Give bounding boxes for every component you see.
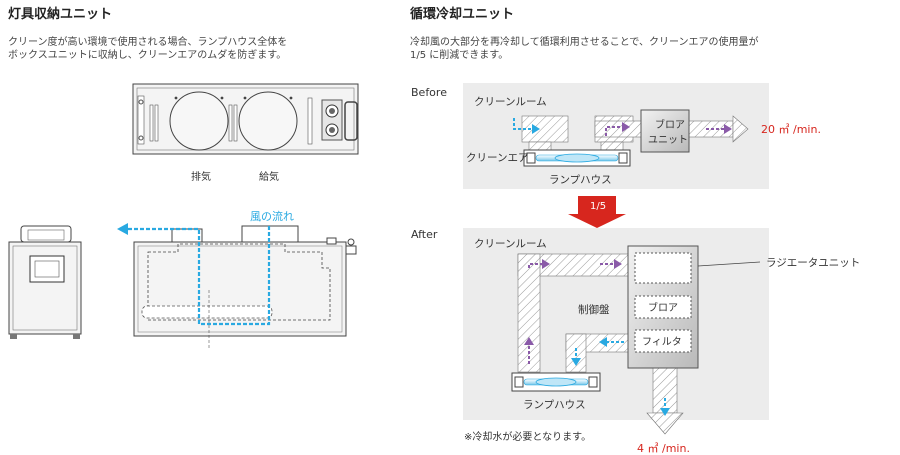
control-panel-label: 制御盤: [578, 303, 610, 316]
intake-label: 給気: [259, 170, 279, 183]
before-cleanroom-label: クリーンルーム: [474, 96, 547, 108]
svg-text:ユニット: ユニット: [648, 135, 688, 146]
after-ducts: [517, 253, 684, 435]
left-description-line-2: ボックスユニットに収納し、クリーンエアのムダを防ぎます。: [8, 50, 287, 61]
exhaust-label: 排気: [191, 170, 211, 183]
filter: [634, 329, 692, 353]
before-lamphouse: [523, 149, 631, 167]
right-description-line-1: 冷却風の大部分を再冷却して循環利用させることで、クリーンエアの使用量が: [410, 37, 759, 48]
radiator-label: ラジエータユニット: [766, 257, 860, 269]
after-lamphouse-label: ランプハウス: [523, 399, 586, 411]
unit-side-view: [117, 223, 357, 350]
after-label: After: [411, 228, 438, 241]
after-cleanroom-label: クリーンルーム: [474, 238, 547, 250]
before-blower-unit: ブロア ユニット: [640, 109, 690, 153]
after-blower-label: ブロア: [648, 301, 678, 314]
after-airflow: [524, 259, 670, 416]
unit-end-view: [8, 225, 82, 339]
before-lamphouse-label: ランプハウス: [549, 174, 612, 186]
after-flow-rate: 4 ㎥ /min.: [637, 442, 690, 455]
right-description-line-2: 1/5 に削減できます。: [410, 50, 509, 61]
right-section-title: 循環冷却ユニット: [410, 7, 515, 22]
radiator-leader-line: [697, 261, 761, 267]
reduction-ratio: 1/5: [590, 201, 606, 212]
before-clean-air-label: クリーンエア: [466, 152, 528, 164]
before-flow-rate: 20 ㎥ /min.: [761, 123, 821, 136]
radiator-unit: [634, 252, 692, 284]
before-label: Before: [411, 86, 447, 99]
blower: [634, 295, 692, 319]
after-filter-label: フィルタ: [642, 336, 682, 348]
reduction-arrow: [568, 196, 626, 228]
airflow-arrow-icon: [117, 223, 128, 235]
after-lamphouse: [511, 372, 601, 392]
before-airflow: [513, 118, 732, 136]
after-cabinet: [627, 245, 699, 369]
left-description-line-1: クリーン度が高い環境で使用される場合、ランプハウス全体を: [8, 37, 288, 48]
unit-top-view: [132, 83, 359, 155]
svg-text:ブロア: ブロア: [655, 118, 685, 131]
left-section-title: 灯具収納ユニット: [8, 7, 113, 22]
airflow-label: 風の流れ: [250, 209, 294, 223]
cooling-water-note: ※冷却水が必要となります。: [464, 430, 591, 443]
airflow-path: [124, 226, 271, 326]
